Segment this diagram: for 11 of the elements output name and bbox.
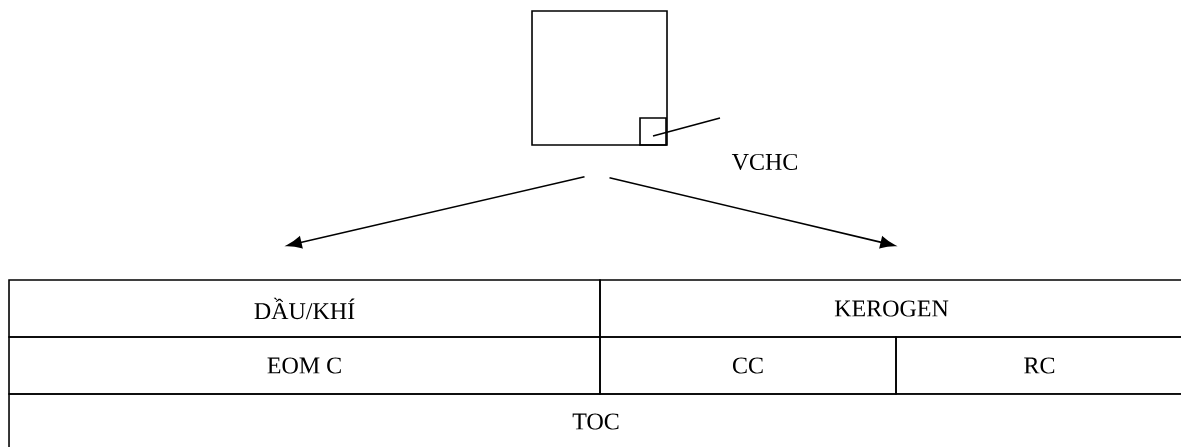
leader-line [652,117,721,137]
table-cell: DẦU/KHÍ [8,279,601,338]
table-cell: CC [599,336,897,395]
table-cell: KEROGEN [599,279,1181,338]
callout-label: VCHC [731,153,797,171]
table-cell: TOC [8,393,1181,447]
table-cell: EOM C [8,336,601,395]
arrow [286,176,586,249]
inner-square [639,117,667,146]
table-cell: RC [895,336,1181,395]
arrow [608,177,896,249]
